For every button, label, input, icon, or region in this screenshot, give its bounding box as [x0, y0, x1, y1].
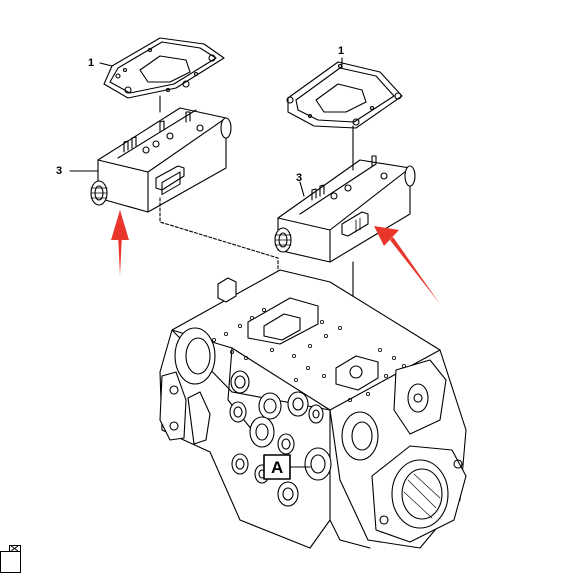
valve-right: [274, 155, 416, 263]
valve-left: [90, 107, 232, 213]
leader-gasket-left: [99, 62, 113, 67]
leader-valve-right: [299, 181, 305, 197]
callout-gasket-left: 1: [88, 57, 94, 69]
close-cross-icon: [10, 545, 19, 552]
pump-body: [159, 269, 467, 549]
gasket-right: [286, 61, 403, 129]
callout-valve-left: 3: [56, 165, 62, 177]
callout-valve-right: 3: [296, 172, 302, 184]
restore-window-icon[interactable]: [0, 545, 22, 575]
pointer-arrows: [111, 210, 440, 304]
red-arrow-right: [374, 226, 440, 304]
port-label-a-text: A: [271, 458, 283, 477]
port-label-a: A: [263, 454, 311, 480]
gasket-left: [103, 37, 225, 99]
restore-window-front-frame: [0, 551, 21, 573]
red-arrow-left: [111, 210, 129, 276]
callout-gasket-right: 1: [338, 45, 344, 57]
